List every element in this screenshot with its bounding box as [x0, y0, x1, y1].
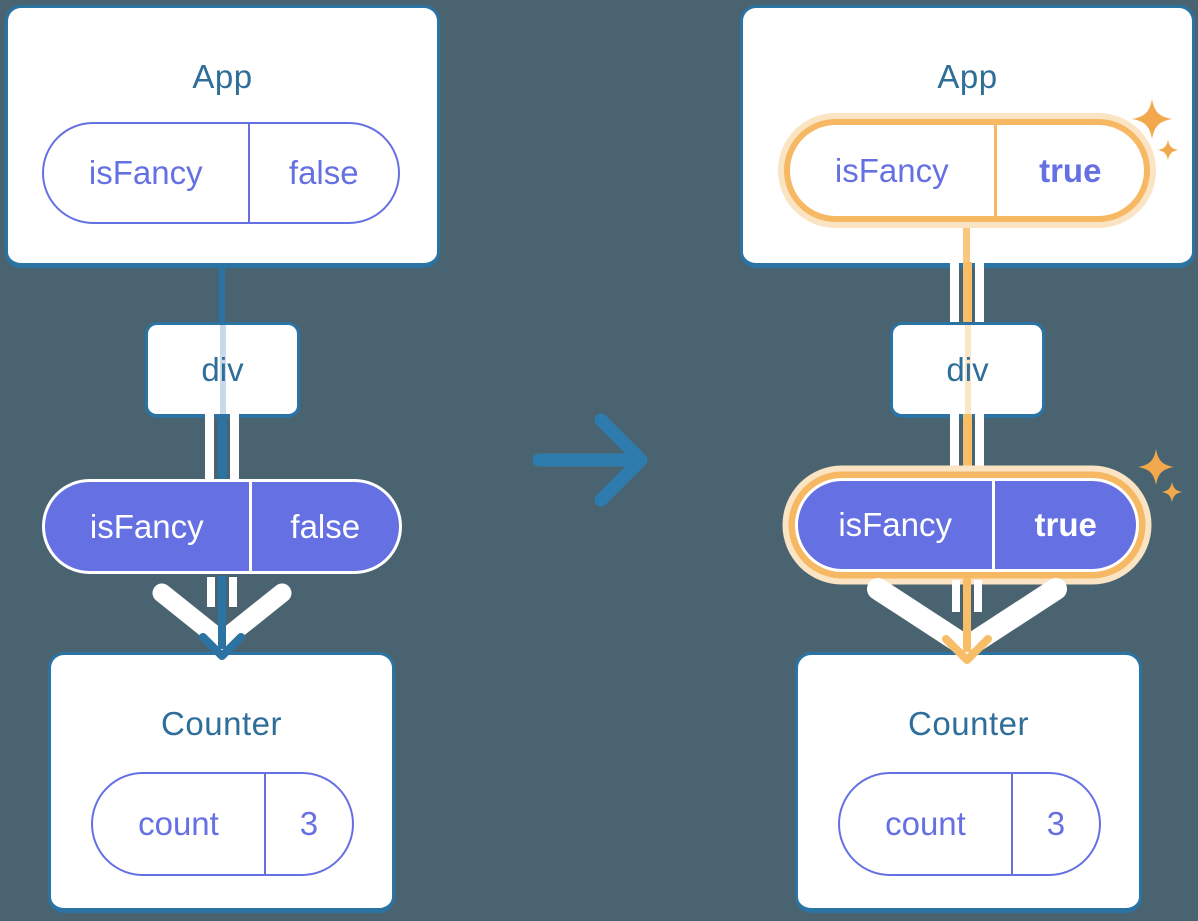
edge-div-to-prop [950, 414, 984, 480]
edge-stripe [950, 262, 959, 326]
edge-app-to-div [950, 262, 984, 326]
sparkle-icon-small [1161, 481, 1183, 503]
app-state-pill: isFancy false [42, 122, 400, 224]
edge-stripe [962, 414, 972, 480]
counter-state-pill: count 3 [838, 772, 1101, 876]
component-name-counter: Counter [161, 705, 282, 742]
prop-value: true [992, 481, 1136, 569]
pass-through-line [219, 325, 226, 414]
div-node: div [145, 322, 300, 418]
state-key: isFancy [834, 151, 949, 189]
edge-stripe [975, 262, 984, 326]
app-state-pill-highlighted: isFancy true [784, 119, 1150, 222]
component-name-counter: Counter [908, 705, 1029, 742]
component-name-app: App [937, 58, 998, 95]
state-key: isFancy [88, 154, 203, 191]
div-node-label: div [201, 350, 244, 388]
sparkle-icon-large [1138, 449, 1174, 485]
prop-key: isFancy [838, 506, 953, 543]
edge-app-to-div [219, 264, 225, 324]
div-node: div [890, 322, 1045, 418]
prop-pill: isFancy false [42, 479, 402, 574]
edge-stripe [962, 262, 972, 326]
edge-stripe [205, 414, 214, 482]
edge-stripe [230, 414, 239, 482]
edge-stripe [975, 414, 984, 480]
counter-card: Counter count 3 [48, 652, 395, 913]
prop-value: false [248, 482, 399, 571]
counter-card: Counter count 3 [795, 652, 1142, 913]
prop-pill-highlighted: isFancy true [795, 478, 1139, 572]
state-key: count [138, 805, 219, 842]
state-key: count [885, 805, 966, 842]
prop-arrow-white-chevron [152, 583, 292, 651]
pass-through-line [964, 325, 971, 414]
edge-stripe [950, 414, 959, 480]
prop-key: isFancy [89, 507, 204, 545]
counter-state-pill: count 3 [91, 772, 354, 876]
state-value: false [247, 124, 398, 222]
edge-stripe [217, 414, 227, 482]
edge-div-to-prop [205, 414, 239, 482]
component-name-app: App [192, 58, 253, 95]
edge-pill-to-card-bottom [963, 228, 970, 266]
state-value: true [993, 125, 1144, 216]
state-value: 3 [1010, 774, 1099, 874]
transition-arrow-icon [532, 413, 648, 507]
prop-arrow-white-chevron [867, 578, 1067, 658]
div-node-label: div [946, 350, 989, 388]
state-value: 3 [263, 774, 352, 874]
